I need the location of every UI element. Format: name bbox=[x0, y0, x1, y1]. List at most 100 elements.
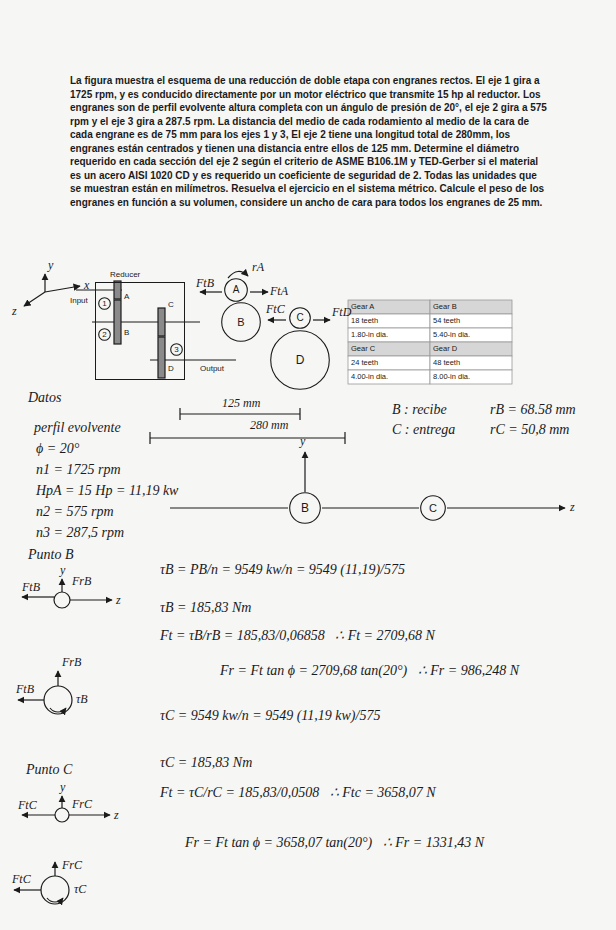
gear-circle: B bbox=[289, 492, 321, 524]
node-label: 2 bbox=[98, 328, 111, 341]
table-cell: Gear A bbox=[351, 302, 374, 312]
node-label: C bbox=[420, 495, 446, 521]
force-arrow bbox=[57, 671, 58, 686]
circle-outline bbox=[99, 329, 111, 341]
force-arrow bbox=[250, 291, 268, 292]
handwritten-symbol: z bbox=[114, 808, 119, 822]
circle-outline bbox=[225, 279, 248, 302]
handwritten-note: B : recibe bbox=[392, 402, 447, 418]
handwritten-note: C : entrega bbox=[392, 422, 455, 438]
handwritten-note: n3 = 287,5 rpm bbox=[36, 525, 124, 541]
handwritten-symbol: x bbox=[84, 278, 89, 292]
table-cell-bg bbox=[430, 328, 512, 342]
force-arrow bbox=[18, 699, 44, 700]
table-cell: 24 teeth bbox=[351, 358, 378, 368]
handwritten-symbol: FtC bbox=[12, 872, 31, 886]
handwritten-symbol: y bbox=[48, 258, 53, 272]
handwritten-symbol: 125 mm bbox=[222, 396, 260, 410]
axis-line bbox=[322, 507, 419, 508]
dimension-tick bbox=[344, 432, 345, 444]
gear-circle: A bbox=[224, 278, 248, 302]
dimension-tick bbox=[299, 408, 300, 420]
handwritten-symbol: z bbox=[116, 593, 121, 607]
axis-line bbox=[70, 599, 112, 600]
circle-outline bbox=[290, 308, 311, 329]
table-cell-bg bbox=[348, 328, 430, 342]
force-arrow bbox=[200, 291, 222, 292]
gear-side bbox=[114, 300, 121, 344]
callout-number: 3 bbox=[170, 343, 183, 356]
problem-statement: La figura muestra el esquema de una redu… bbox=[70, 74, 550, 209]
gear-side bbox=[158, 308, 165, 336]
table-cell-bg bbox=[348, 370, 430, 384]
node-label: B bbox=[289, 492, 321, 524]
gear-circle: C bbox=[289, 307, 311, 329]
handwritten-note: Punto B bbox=[28, 547, 74, 563]
handwritten-note: rB = 68.58 mm bbox=[490, 402, 576, 418]
handwritten-note: HpA = 15 Hp = 11,19 kw bbox=[36, 483, 178, 499]
force-arrow bbox=[22, 814, 55, 815]
axis-line bbox=[447, 507, 565, 508]
handwritten-note: τC = 9549 kw/n = 9549 (11,19 kw)/575 bbox=[160, 708, 380, 724]
handwritten-symbol: z bbox=[12, 304, 17, 318]
handwritten-note: τB = 185,83 Nm bbox=[160, 600, 251, 616]
torque-arrow bbox=[228, 271, 248, 278]
handwritten-symbol: FtB bbox=[16, 682, 34, 696]
force-arrow bbox=[54, 862, 55, 876]
table-cell-bg bbox=[430, 356, 512, 370]
torque-arrow bbox=[50, 708, 66, 712]
dimension-tick bbox=[179, 408, 180, 420]
table-cell-bg bbox=[430, 314, 512, 328]
fbd-circle bbox=[55, 808, 69, 822]
gear-side bbox=[158, 337, 165, 378]
handwritten-note: Ft = τB/rB = 185,83/0,06858 ∴ Ft = 2709,… bbox=[160, 628, 435, 644]
node-label: A bbox=[224, 278, 248, 302]
axis-line bbox=[69, 814, 110, 815]
axis-line bbox=[44, 274, 45, 292]
axis-line bbox=[170, 507, 288, 508]
handwritten-symbol: FtD bbox=[332, 305, 351, 319]
node-label: 1 bbox=[98, 297, 111, 310]
handwritten-note: n2 = 575 rpm bbox=[36, 504, 114, 520]
table-cell-bg bbox=[348, 314, 430, 328]
table-cell: 54 teeth bbox=[433, 316, 460, 326]
sketch-label: Input bbox=[70, 296, 88, 306]
gear-circle: D bbox=[270, 330, 330, 390]
gear-circle: C bbox=[420, 495, 446, 521]
handwritten-note: Datos bbox=[28, 390, 61, 406]
handwritten-note: Punto C bbox=[26, 762, 72, 778]
handwritten-symbol: FrC bbox=[62, 858, 82, 872]
table-cell: Gear C bbox=[351, 344, 375, 354]
force-arrow bbox=[22, 596, 54, 597]
handwritten-symbol: FtC bbox=[266, 302, 285, 316]
handwritten-note: n1 = 1725 rpm bbox=[36, 462, 121, 478]
table-cell: 18 teeth bbox=[351, 316, 378, 326]
table-cell: 5.40-in dia. bbox=[433, 330, 470, 340]
axis-line bbox=[61, 796, 62, 808]
dimension-line bbox=[180, 413, 300, 414]
dimension-line bbox=[150, 437, 345, 438]
shaft-line bbox=[92, 321, 200, 322]
handwritten-symbol: FtC bbox=[18, 798, 37, 812]
table-cell-bg bbox=[348, 342, 430, 356]
table-cell-bg bbox=[430, 300, 512, 314]
table-cell-bg bbox=[348, 300, 430, 314]
fbd-circle bbox=[54, 592, 70, 608]
handwritten-symbol: τC bbox=[74, 882, 86, 896]
handwritten-note: Fr = Ft tan ϕ = 2709,68 tan(20°) ∴ Fr = … bbox=[220, 663, 519, 679]
handwritten-symbol: y bbox=[60, 563, 65, 577]
handwritten-note: perfil evolvente bbox=[34, 420, 121, 436]
g-part bbox=[14, 271, 565, 904]
handwritten-symbol: τB bbox=[76, 692, 88, 706]
handwritten-symbol: y bbox=[300, 434, 305, 448]
force-arrow bbox=[313, 319, 330, 320]
node-label: C bbox=[289, 307, 311, 329]
table-cell-bg bbox=[430, 342, 512, 356]
housing-box: Reducer123 bbox=[95, 282, 185, 380]
handwritten-symbol: rA bbox=[252, 260, 264, 274]
handwritten-note: Fr = Ft tan ϕ = 3658,07 tan(20°) ∴ Fr = … bbox=[185, 835, 484, 851]
handwritten-symbol: FrB bbox=[72, 574, 91, 588]
handwritten-note: τC = 185,83 Nm bbox=[160, 755, 252, 771]
handwritten-note: τB = PB/n = 9549 kw/n = 9549 (11,19)/575 bbox=[160, 562, 405, 578]
